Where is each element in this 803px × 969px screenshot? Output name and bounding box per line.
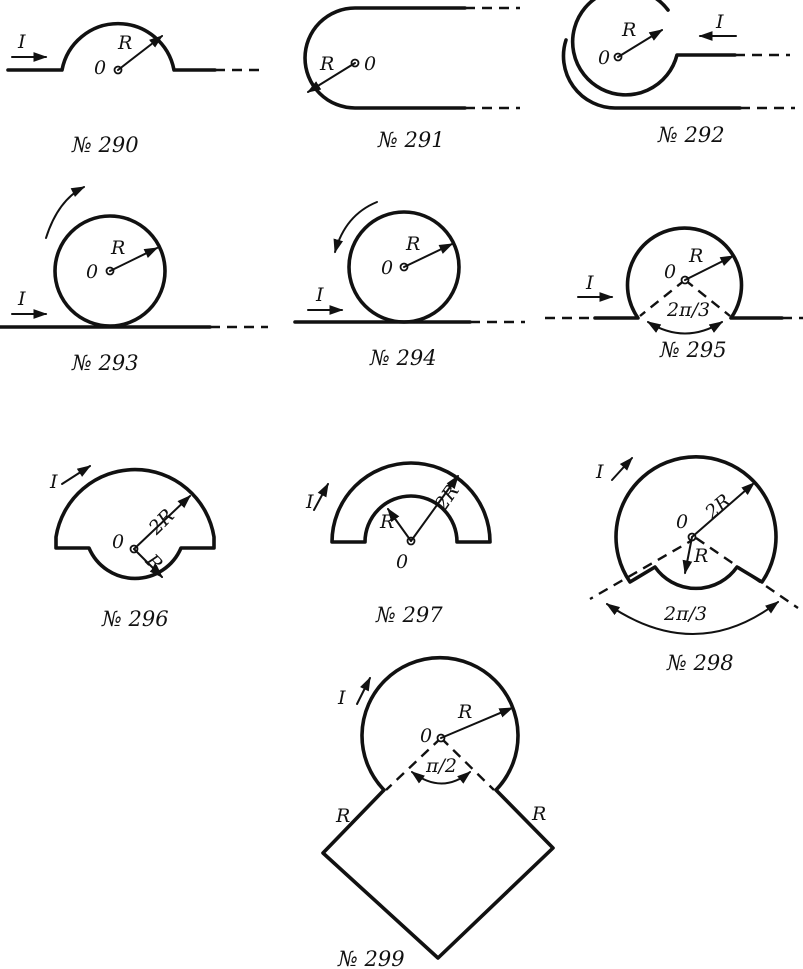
angle-label: 2π/3 bbox=[663, 603, 707, 625]
side-right-label: R bbox=[531, 803, 546, 825]
center-label: 0 bbox=[598, 47, 610, 69]
outer-radius-arrow bbox=[410, 474, 459, 542]
wire bbox=[321, 655, 555, 960]
side-left-label: R bbox=[335, 805, 350, 827]
figure-295: I 0 R 2π/3 № 295 bbox=[545, 226, 803, 362]
radius-label: R bbox=[457, 701, 472, 723]
wire bbox=[6, 21, 217, 72]
figure-number: № 293 bbox=[71, 351, 139, 375]
current-label: I bbox=[305, 491, 314, 513]
figure-297: I 0 2R R № 297 bbox=[305, 461, 492, 627]
figure-number: № 292 bbox=[657, 123, 725, 147]
radius-label: R bbox=[688, 245, 703, 267]
current-label: I bbox=[17, 31, 26, 53]
figure-number: № 297 bbox=[375, 603, 443, 627]
center-label: 0 bbox=[86, 261, 98, 283]
angle-arc bbox=[410, 771, 472, 785]
radius-arrow bbox=[684, 255, 735, 281]
radius-label: R bbox=[319, 53, 334, 75]
figure-number: № 295 bbox=[659, 338, 727, 362]
wire bbox=[614, 455, 778, 591]
current-label: I bbox=[337, 687, 346, 709]
outer-radius-label: 2R bbox=[700, 490, 735, 524]
current-label: I bbox=[715, 11, 724, 33]
center-label: 0 bbox=[396, 551, 408, 573]
center-label: 0 bbox=[420, 725, 432, 747]
figure-number: № 298 bbox=[666, 651, 734, 675]
figure-number: № 290 bbox=[71, 133, 139, 157]
figure-number: № 291 bbox=[377, 128, 445, 152]
angle-arc bbox=[605, 601, 780, 635]
figure-number: № 294 bbox=[369, 346, 437, 370]
angle-ray-right bbox=[440, 737, 495, 791]
angle-ray-right bbox=[684, 279, 731, 317]
inner-radius-arrow bbox=[133, 548, 163, 578]
direction-arrow bbox=[333, 201, 378, 254]
loop bbox=[347, 210, 461, 324]
figure-290: I 0 R № 290 bbox=[6, 21, 262, 157]
inner-radius-arrow bbox=[682, 536, 693, 575]
radius-arrow bbox=[440, 707, 514, 739]
figure-number: № 299 bbox=[337, 947, 405, 969]
outer-radius-label: 2R bbox=[430, 481, 464, 516]
angle-ray-left bbox=[639, 279, 686, 317]
radius-arrow bbox=[109, 247, 159, 272]
current-arrow bbox=[313, 482, 329, 511]
radius-label: R bbox=[405, 233, 420, 255]
figure-292: I 0 R № 292 bbox=[561, 0, 795, 147]
angle-ray-left bbox=[589, 536, 697, 601]
figure-291: 0 R № 291 bbox=[303, 6, 520, 152]
radius-arrow bbox=[617, 29, 664, 58]
inner-radius-label: R bbox=[379, 511, 394, 533]
wire bbox=[593, 226, 784, 320]
outer-radius-arrow bbox=[691, 482, 756, 538]
inner-radius-arrow bbox=[387, 507, 412, 542]
wire bbox=[303, 6, 467, 110]
current-label: I bbox=[17, 288, 26, 310]
current-arrow bbox=[61, 465, 92, 485]
current-arrow bbox=[356, 676, 371, 705]
radius-label: R bbox=[110, 237, 125, 259]
figure-296: I 0 2R R № 296 bbox=[49, 465, 216, 631]
outer-radius-arrow bbox=[133, 495, 192, 550]
center-label: 0 bbox=[381, 257, 393, 279]
wire-lower bbox=[561, 38, 742, 110]
wire bbox=[330, 461, 492, 544]
radius-arrow bbox=[117, 35, 164, 71]
center-label: 0 bbox=[112, 531, 124, 553]
figure-299: I 0 R π/2 R R № 299 bbox=[321, 655, 555, 969]
center-label: 0 bbox=[664, 261, 676, 283]
figure-294: I 0 R № 294 bbox=[293, 201, 525, 370]
inner-radius-label: R bbox=[693, 545, 708, 567]
wire bbox=[54, 467, 216, 581]
current-arrow bbox=[611, 456, 633, 481]
radius-arrow bbox=[306, 62, 356, 93]
radius-label: R bbox=[621, 19, 636, 41]
current-label: I bbox=[315, 284, 324, 306]
angle-label: 2π/3 bbox=[666, 299, 710, 321]
figure-293: I 0 R № 293 bbox=[0, 186, 268, 375]
angle-ray-right bbox=[695, 537, 799, 609]
figure-number: № 296 bbox=[101, 607, 169, 631]
radius-label: R bbox=[117, 32, 132, 54]
angle-ray-left bbox=[385, 737, 442, 791]
center-label: 0 bbox=[94, 57, 106, 79]
center-label: 0 bbox=[364, 53, 376, 75]
current-label: I bbox=[585, 272, 594, 294]
radius-arrow bbox=[403, 243, 454, 268]
current-label: I bbox=[49, 471, 58, 493]
loop bbox=[53, 214, 167, 328]
angle-arc bbox=[646, 321, 724, 335]
direction-arrow bbox=[45, 186, 86, 239]
current-label: I bbox=[595, 461, 604, 483]
figure-298: I 0 2R R 2π/3 № 298 bbox=[589, 455, 799, 675]
center-label: 0 bbox=[676, 511, 688, 533]
wire bbox=[570, 0, 737, 97]
angle-label: π/2 bbox=[425, 755, 457, 777]
